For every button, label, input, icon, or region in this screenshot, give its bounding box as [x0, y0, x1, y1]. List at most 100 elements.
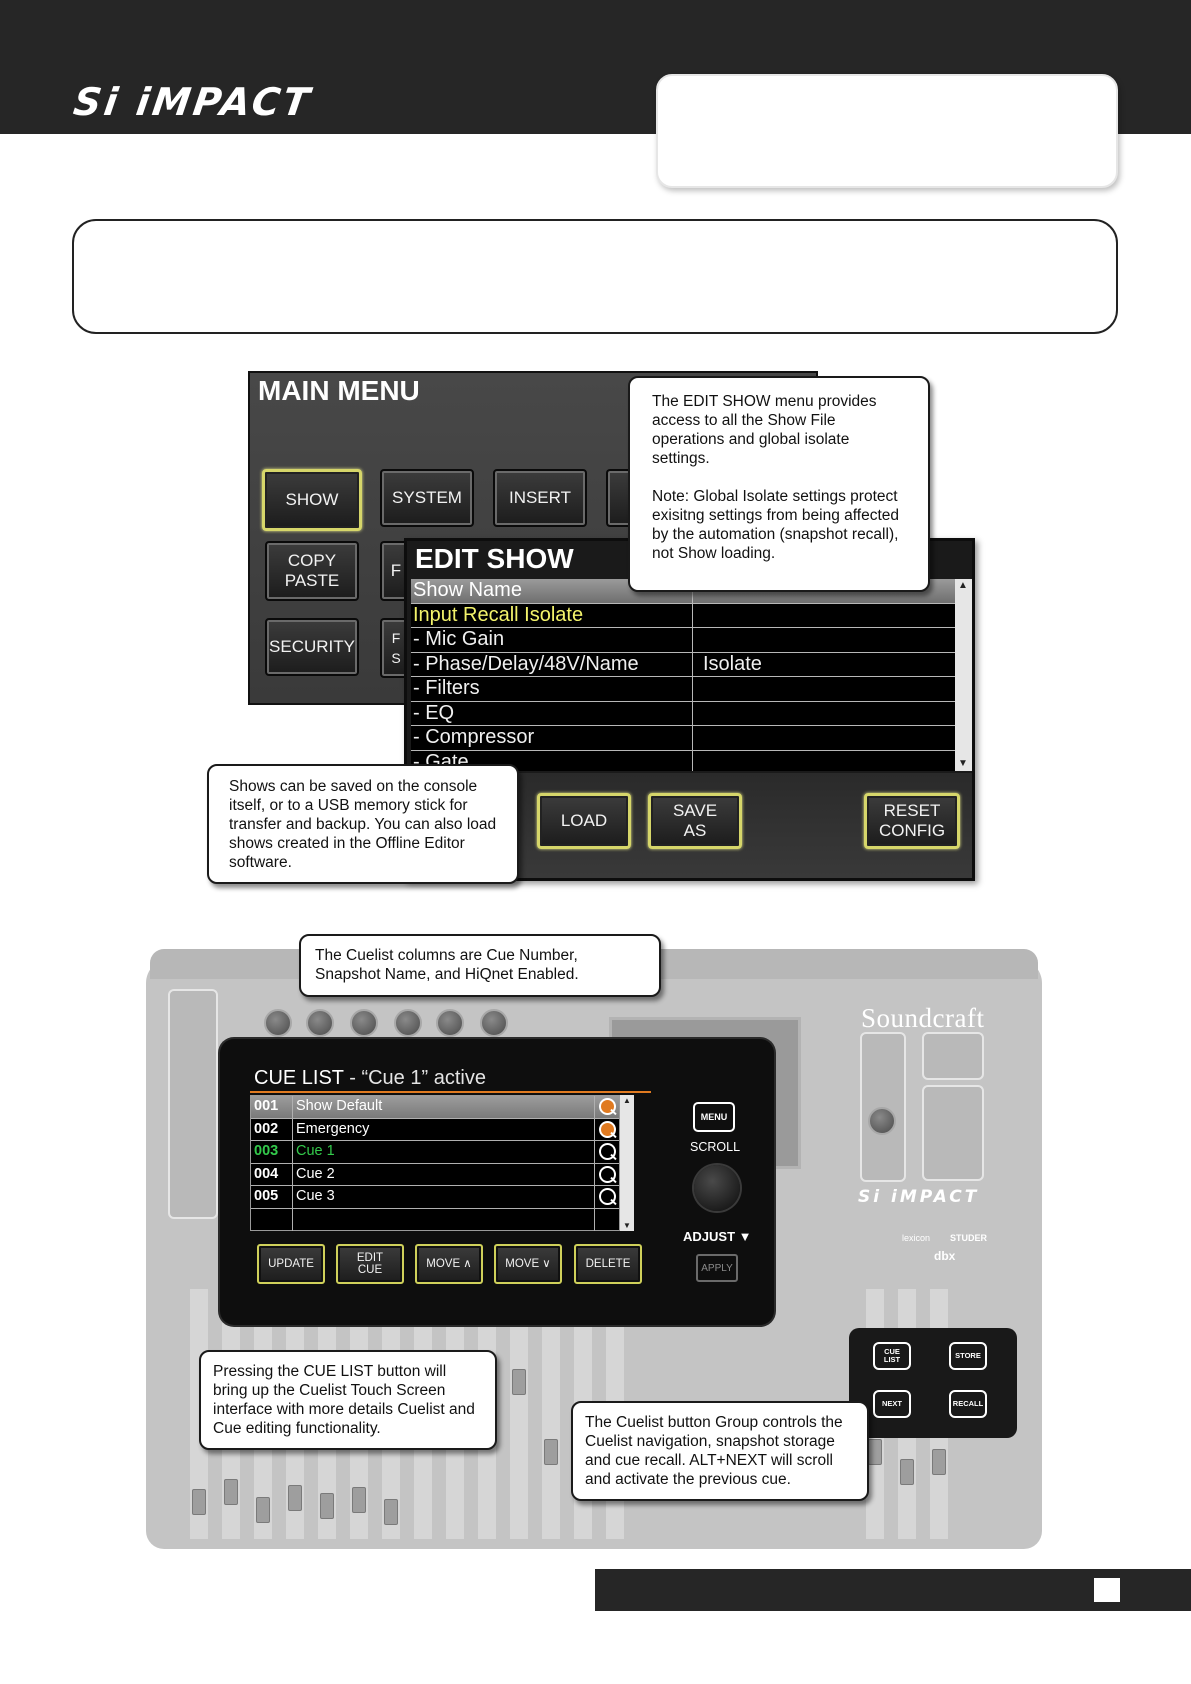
channel-fader[interactable] — [352, 1487, 366, 1513]
row-value: Isolate — [703, 652, 762, 675]
hiqnet-cell[interactable] — [595, 1096, 619, 1118]
channel-fader[interactable] — [224, 1479, 238, 1505]
row-name: Input Recall Isolate — [411, 603, 693, 627]
reset-config-button[interactable]: RESET CONFIG — [864, 793, 960, 849]
knob-icon — [480, 1009, 508, 1037]
cue-name: Show Default — [293, 1096, 595, 1118]
channel-strip — [542, 1289, 560, 1539]
soundcraft-logo: Soundcraft — [861, 1003, 985, 1033]
callout-text: The Cuelist button Group controls the Cu… — [585, 1414, 843, 1488]
next-key[interactable]: NEXT — [873, 1390, 911, 1418]
lexicon-logo: lexicon — [902, 1233, 931, 1243]
cue-number: 002 — [251, 1118, 293, 1140]
cue-list-screen: CUE LIST - “Cue 1” active 001 Show Defau… — [220, 1039, 774, 1325]
knob-icon — [394, 1009, 422, 1037]
si-impact-console-logo: Si iMPACT — [858, 1187, 980, 1207]
table-row[interactable]: 005 Cue 3 — [251, 1186, 619, 1209]
cue-list-key[interactable]: CUE LIST — [873, 1342, 911, 1370]
cue-list-title: CUE LIST - “Cue 1” active — [254, 1067, 486, 1090]
channel-fader[interactable] — [900, 1459, 914, 1485]
update-button[interactable]: UPDATE — [257, 1244, 325, 1284]
cue-number: 004 — [251, 1163, 293, 1185]
adjust-dial[interactable] — [694, 1165, 740, 1211]
edit-cue-button[interactable]: EDIT CUE — [336, 1244, 404, 1284]
edit-show-callout: The EDIT SHOW menu provides access to al… — [628, 376, 930, 592]
table-row[interactable]: - Phase/Delay/48V/Name Isolate — [411, 652, 955, 677]
channel-fader[interactable] — [384, 1499, 398, 1525]
table-row[interactable]: 003 Cue 1 — [251, 1141, 619, 1164]
knob-icon — [436, 1009, 464, 1037]
table-row[interactable]: - Mic Gain — [411, 628, 955, 653]
row-name: - Compressor — [411, 726, 693, 750]
table-row[interactable]: 004 Cue 2 — [251, 1163, 619, 1186]
intro-text-box — [72, 219, 1118, 334]
insert-button[interactable]: INSERT — [493, 469, 587, 527]
cue-name: Cue 1 — [293, 1141, 595, 1163]
edit-show-scrollbar[interactable]: ▲ ▼ — [955, 579, 972, 771]
table-row[interactable]: - Compressor — [411, 726, 955, 751]
channel-fader[interactable] — [256, 1497, 270, 1523]
page-number-box — [1094, 1578, 1120, 1602]
channel-fader[interactable] — [288, 1485, 302, 1511]
menu-button[interactable]: MENU — [693, 1102, 735, 1132]
table-row[interactable]: - EQ — [411, 701, 955, 726]
hiqnet-cell[interactable] — [595, 1186, 619, 1208]
hiqnet-cell[interactable] — [595, 1209, 619, 1232]
hiqnet-icon — [598, 1188, 616, 1206]
table-row[interactable]: 002 Emergency — [251, 1118, 619, 1141]
hiqnet-cell[interactable] — [595, 1164, 619, 1186]
security-button[interactable]: SECURITY — [265, 618, 359, 676]
scroll-up-arrow-icon[interactable]: ▲ — [958, 580, 968, 591]
channel-fader[interactable] — [320, 1493, 334, 1519]
meter-panel — [922, 1085, 984, 1181]
main-menu-title: MAIN MENU — [258, 375, 420, 406]
console-side-panel — [168, 989, 218, 1219]
cue-name — [293, 1208, 595, 1231]
channel-fader[interactable] — [192, 1489, 206, 1515]
channel-fader[interactable] — [868, 1439, 882, 1465]
cue-list-button-callout: Pressing the CUE LIST button will bring … — [199, 1350, 497, 1450]
row-value — [693, 677, 955, 701]
table-row[interactable] — [251, 1208, 619, 1232]
table-row[interactable]: 001 Show Default — [251, 1096, 619, 1119]
move-down-button[interactable]: MOVE ∨ — [494, 1244, 562, 1284]
hiqnet-icon — [598, 1143, 616, 1161]
channel-strip — [510, 1289, 528, 1539]
row-value — [693, 604, 955, 628]
hiqnet-cell[interactable] — [595, 1141, 619, 1163]
hiqnet-enabled-icon — [598, 1120, 616, 1138]
scroll-down-arrow-icon[interactable]: ▼ — [623, 1221, 631, 1230]
knob-icon — [350, 1009, 378, 1037]
row-value — [693, 628, 955, 652]
button-group-callout: The Cuelist button Group controls the Cu… — [571, 1401, 869, 1501]
apply-button[interactable]: APPLY — [696, 1254, 738, 1282]
table-row[interactable]: - Filters — [411, 677, 955, 702]
callout-text: The Cuelist columns are Cue Number, Snap… — [315, 947, 579, 983]
cue-name: Cue 3 — [293, 1186, 595, 1208]
cue-list-scrollbar[interactable]: ▲ ▼ — [620, 1095, 634, 1231]
save-as-button[interactable]: SAVE AS — [648, 793, 742, 849]
callout-text: Pressing the CUE LIST button will bring … — [213, 1363, 475, 1437]
cue-list-title-main: CUE LIST — [254, 1067, 344, 1089]
load-button[interactable]: LOAD — [537, 793, 631, 849]
show-button[interactable]: SHOW — [262, 469, 362, 531]
system-button[interactable]: SYSTEM — [380, 469, 474, 527]
row-value — [693, 751, 955, 772]
channel-fader[interactable] — [932, 1449, 946, 1475]
hiqnet-cell[interactable] — [595, 1119, 619, 1141]
scroll-up-arrow-icon[interactable]: ▲ — [623, 1096, 631, 1105]
cue-list-table: 001 Show Default 002 Emergency 003 Cue 1… — [250, 1095, 620, 1231]
delete-button[interactable]: DELETE — [574, 1244, 642, 1284]
cue-name: Cue 2 — [293, 1163, 595, 1185]
copy-paste-button[interactable]: COPY PASTE — [265, 541, 359, 601]
store-key[interactable]: STORE — [949, 1342, 987, 1370]
channel-fader[interactable] — [512, 1369, 526, 1395]
row-value — [693, 726, 955, 750]
cuelist-columns-callout: The Cuelist columns are Cue Number, Snap… — [299, 934, 661, 997]
table-row[interactable]: Input Recall Isolate — [411, 603, 955, 628]
callout-note: Note: Global Isolate settings protect ex… — [652, 488, 899, 562]
scroll-down-arrow-icon[interactable]: ▼ — [958, 758, 968, 769]
move-up-button[interactable]: MOVE ∧ — [415, 1244, 483, 1284]
channel-fader[interactable] — [544, 1439, 558, 1465]
recall-key[interactable]: RECALL — [949, 1390, 987, 1418]
